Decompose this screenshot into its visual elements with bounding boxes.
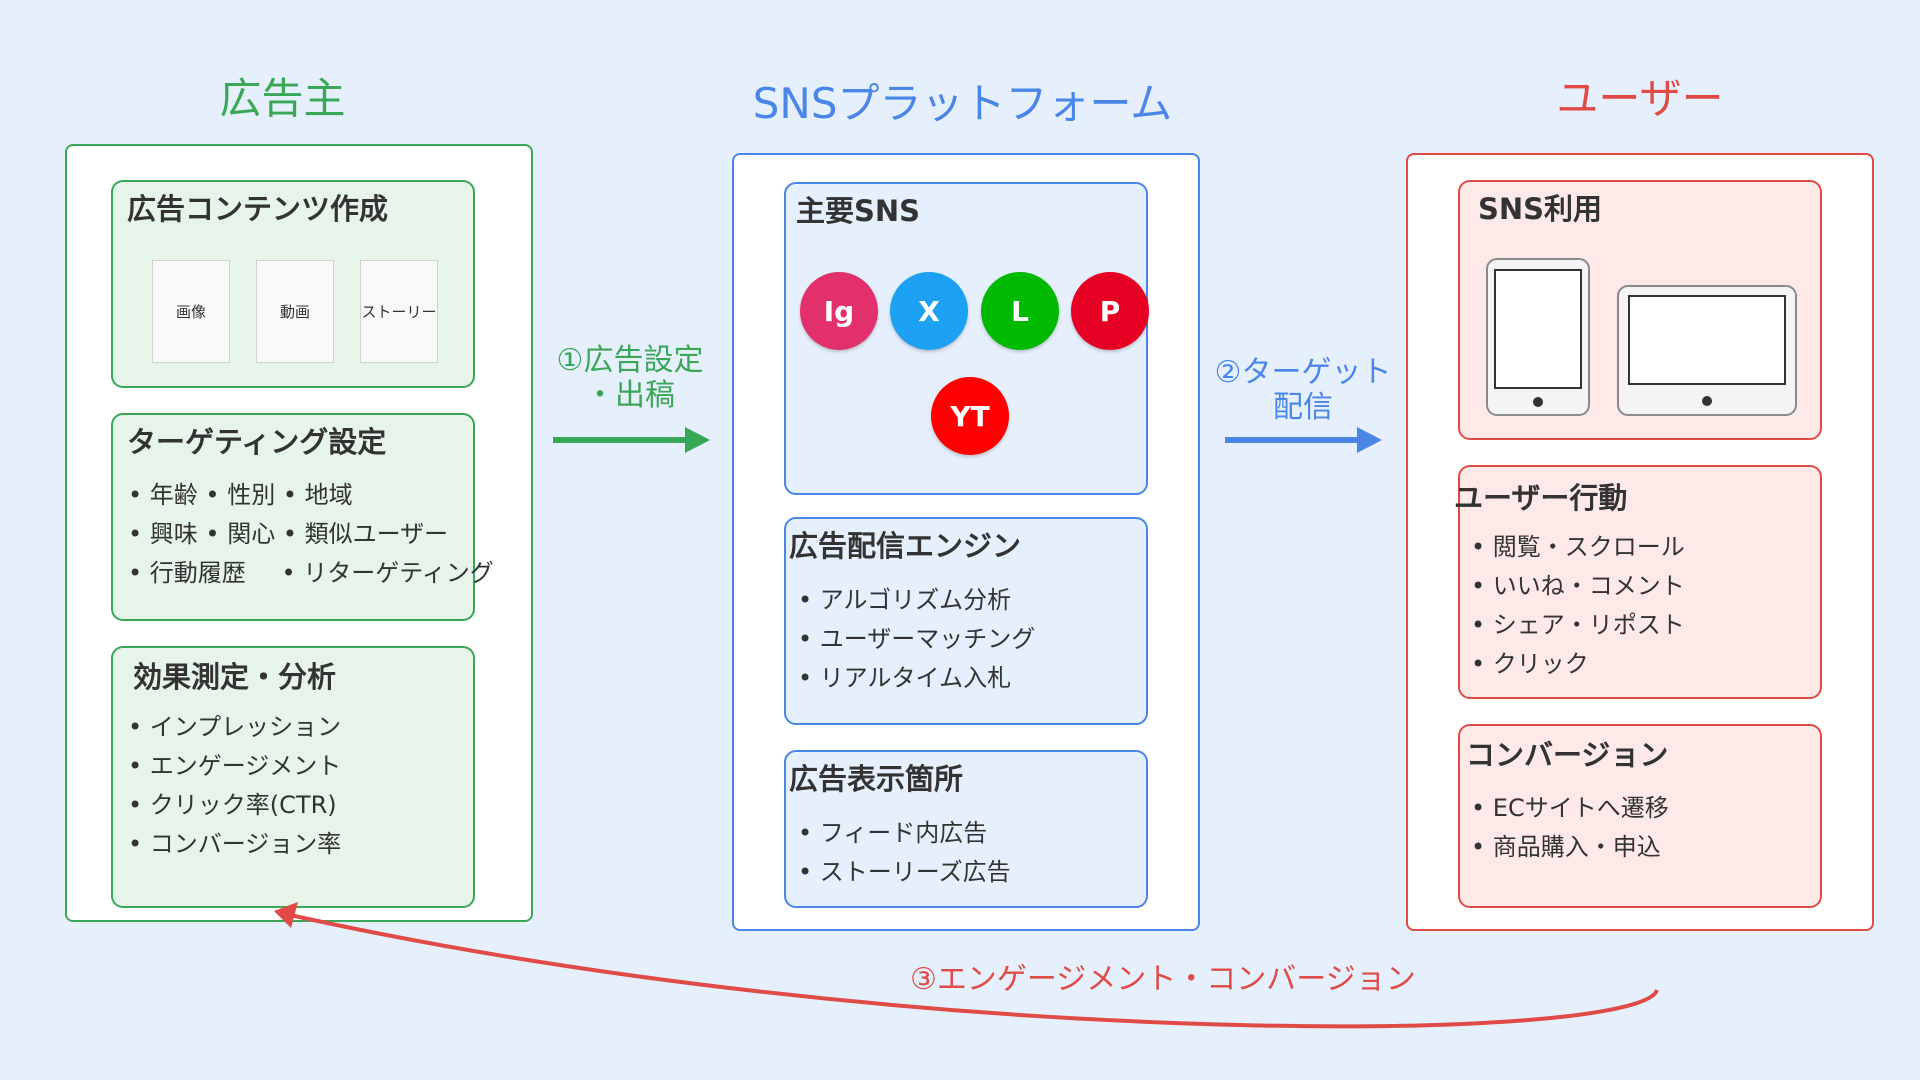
user-behavior-item: • シェア・リポスト	[1471, 611, 1685, 639]
step1-label-line1: ①広告設定	[556, 343, 704, 378]
content-creation-title: 広告コンテンツ作成	[127, 192, 389, 226]
targeting-item: • 年齢 • 性別 • 地域	[128, 481, 353, 509]
advertiser-title: 広告主	[219, 74, 346, 123]
platform-title: SNSプラットフォーム	[752, 79, 1173, 128]
main-sns-box: 主要SNS Ig X L P YT	[784, 182, 1149, 495]
story-card: ストーリー	[360, 260, 438, 363]
analysis-item: • コンバージョン率	[128, 830, 342, 858]
targeting-row: • 行動履歴 • リターゲティング	[128, 554, 494, 593]
step1-label-line2: ・出稿	[585, 378, 675, 413]
user-title: ユーザー	[1556, 74, 1724, 123]
conversion-item: • 商品購入・申込	[1471, 833, 1661, 861]
phone-home-button	[1533, 397, 1543, 407]
user-behavior-item: • いいね・コメント	[1471, 572, 1685, 600]
phone-device	[1486, 258, 1590, 416]
ad-engine-item: • リアルタイム入札	[798, 664, 1012, 692]
phone-screen	[1494, 269, 1582, 389]
analysis-list: • インプレッション • エンゲージメント • クリック率(CTR) • コンバ…	[128, 708, 341, 864]
step1-arrow-head	[685, 427, 710, 453]
step3-arrow-curve	[289, 913, 1659, 1029]
user-behavior-list: • 閲覧・スクロール • いいね・コメント • シェア・リポスト • クリック	[1471, 528, 1685, 684]
step2-label: ②ターゲット 配信	[1208, 355, 1398, 425]
step3-arrow-head	[274, 902, 298, 928]
ad-engine-list: • アルゴリズム分析 • ユーザーマッチング • リアルタイム入札	[798, 581, 1035, 698]
conversion-box: コンバージョン • ECサイトへ遷移 • 商品購入・申込	[1458, 724, 1822, 908]
targeting-row: • 年齢 • 性別 • 地域	[128, 476, 494, 515]
ad-engine-box: 広告配信エンジン • アルゴリズム分析 • ユーザーマッチング • リアルタイム…	[784, 517, 1148, 725]
user-behavior-box: ユーザー行動 • 閲覧・スクロール • いいね・コメント • シェア・リポスト …	[1454, 465, 1822, 699]
ad-placement-item: • ストーリーズ広告	[798, 858, 1011, 886]
x-icon: X	[890, 272, 968, 350]
user-behavior-item: • クリック	[1471, 650, 1589, 678]
video-card: 動画	[256, 260, 334, 363]
line-icon: L	[981, 272, 1059, 350]
targeting-item: • 行動履歴	[128, 559, 246, 587]
image-card: 画像	[152, 260, 230, 363]
conversion-item: • ECサイトへ遷移	[1471, 794, 1669, 822]
step1-label: ①広告設定 ・出稿	[550, 343, 710, 413]
ad-engine-title: 広告配信エンジン	[789, 529, 1022, 563]
content-creation-box: 広告コンテンツ作成 画像 動画 ストーリー	[111, 180, 475, 388]
user-behavior-item: • 閲覧・スクロール	[1471, 533, 1685, 561]
analysis-item: • クリック率(CTR)	[128, 791, 337, 819]
targeting-box: ターゲティング設定 • 年齢 • 性別 • 地域 • 興味 • 関心 • 類似ユ…	[111, 413, 494, 621]
step3-label: ③エンゲージメント・コンバージョン	[910, 962, 1416, 997]
step2-label-line1: ②ターゲット	[1214, 355, 1392, 390]
ad-placement-item: • フィード内広告	[798, 819, 988, 847]
tablet-screen	[1628, 295, 1786, 385]
targeting-list: • 年齢 • 性別 • 地域 • 興味 • 関心 • 類似ユーザー • 行動履歴…	[128, 476, 494, 593]
tablet-device	[1617, 285, 1797, 416]
analysis-item: • エンゲージメント	[128, 752, 342, 780]
ad-placement-title: 広告表示箇所	[789, 762, 964, 796]
ad-placement-box: 広告表示箇所 • フィード内広告 • ストーリーズ広告	[784, 750, 1148, 908]
targeting-title: ターゲティング設定	[127, 425, 387, 459]
ad-engine-item: • ユーザーマッチング	[798, 625, 1036, 653]
tablet-home-button	[1702, 396, 1712, 406]
main-sns-title: 主要SNS	[796, 194, 921, 228]
sns-usage-box: SNS利用	[1458, 180, 1822, 440]
conversion-list: • ECサイトへ遷移 • 商品購入・申込	[1471, 789, 1669, 867]
ad-placement-list: • フィード内広告 • ストーリーズ広告	[798, 814, 1011, 892]
targeting-item: • 興味 • 関心 • 類似ユーザー	[128, 520, 449, 548]
step2-label-line2: 配信	[1273, 390, 1333, 425]
ad-engine-item: • アルゴリズム分析	[798, 586, 1012, 614]
user-behavior-title: ユーザー行動	[1454, 481, 1628, 515]
step2-arrow-head	[1357, 427, 1382, 453]
pinterest-icon: P	[1071, 272, 1149, 350]
step2-arrow	[1225, 427, 1382, 453]
conversion-title: コンバージョン	[1466, 738, 1669, 772]
targeting-item: • リターゲティング	[281, 559, 494, 587]
youtube-icon: YT	[931, 377, 1009, 455]
step1-arrow	[553, 427, 710, 453]
analysis-item: • インプレッション	[128, 713, 342, 741]
sns-usage-title: SNS利用	[1478, 192, 1603, 226]
instagram-icon: Ig	[800, 272, 878, 350]
analysis-title: 効果測定・分析	[133, 660, 337, 694]
targeting-row: • 興味 • 関心 • 類似ユーザー	[128, 515, 494, 554]
analysis-box: 効果測定・分析 • インプレッション • エンゲージメント • クリック率(CT…	[111, 646, 475, 908]
